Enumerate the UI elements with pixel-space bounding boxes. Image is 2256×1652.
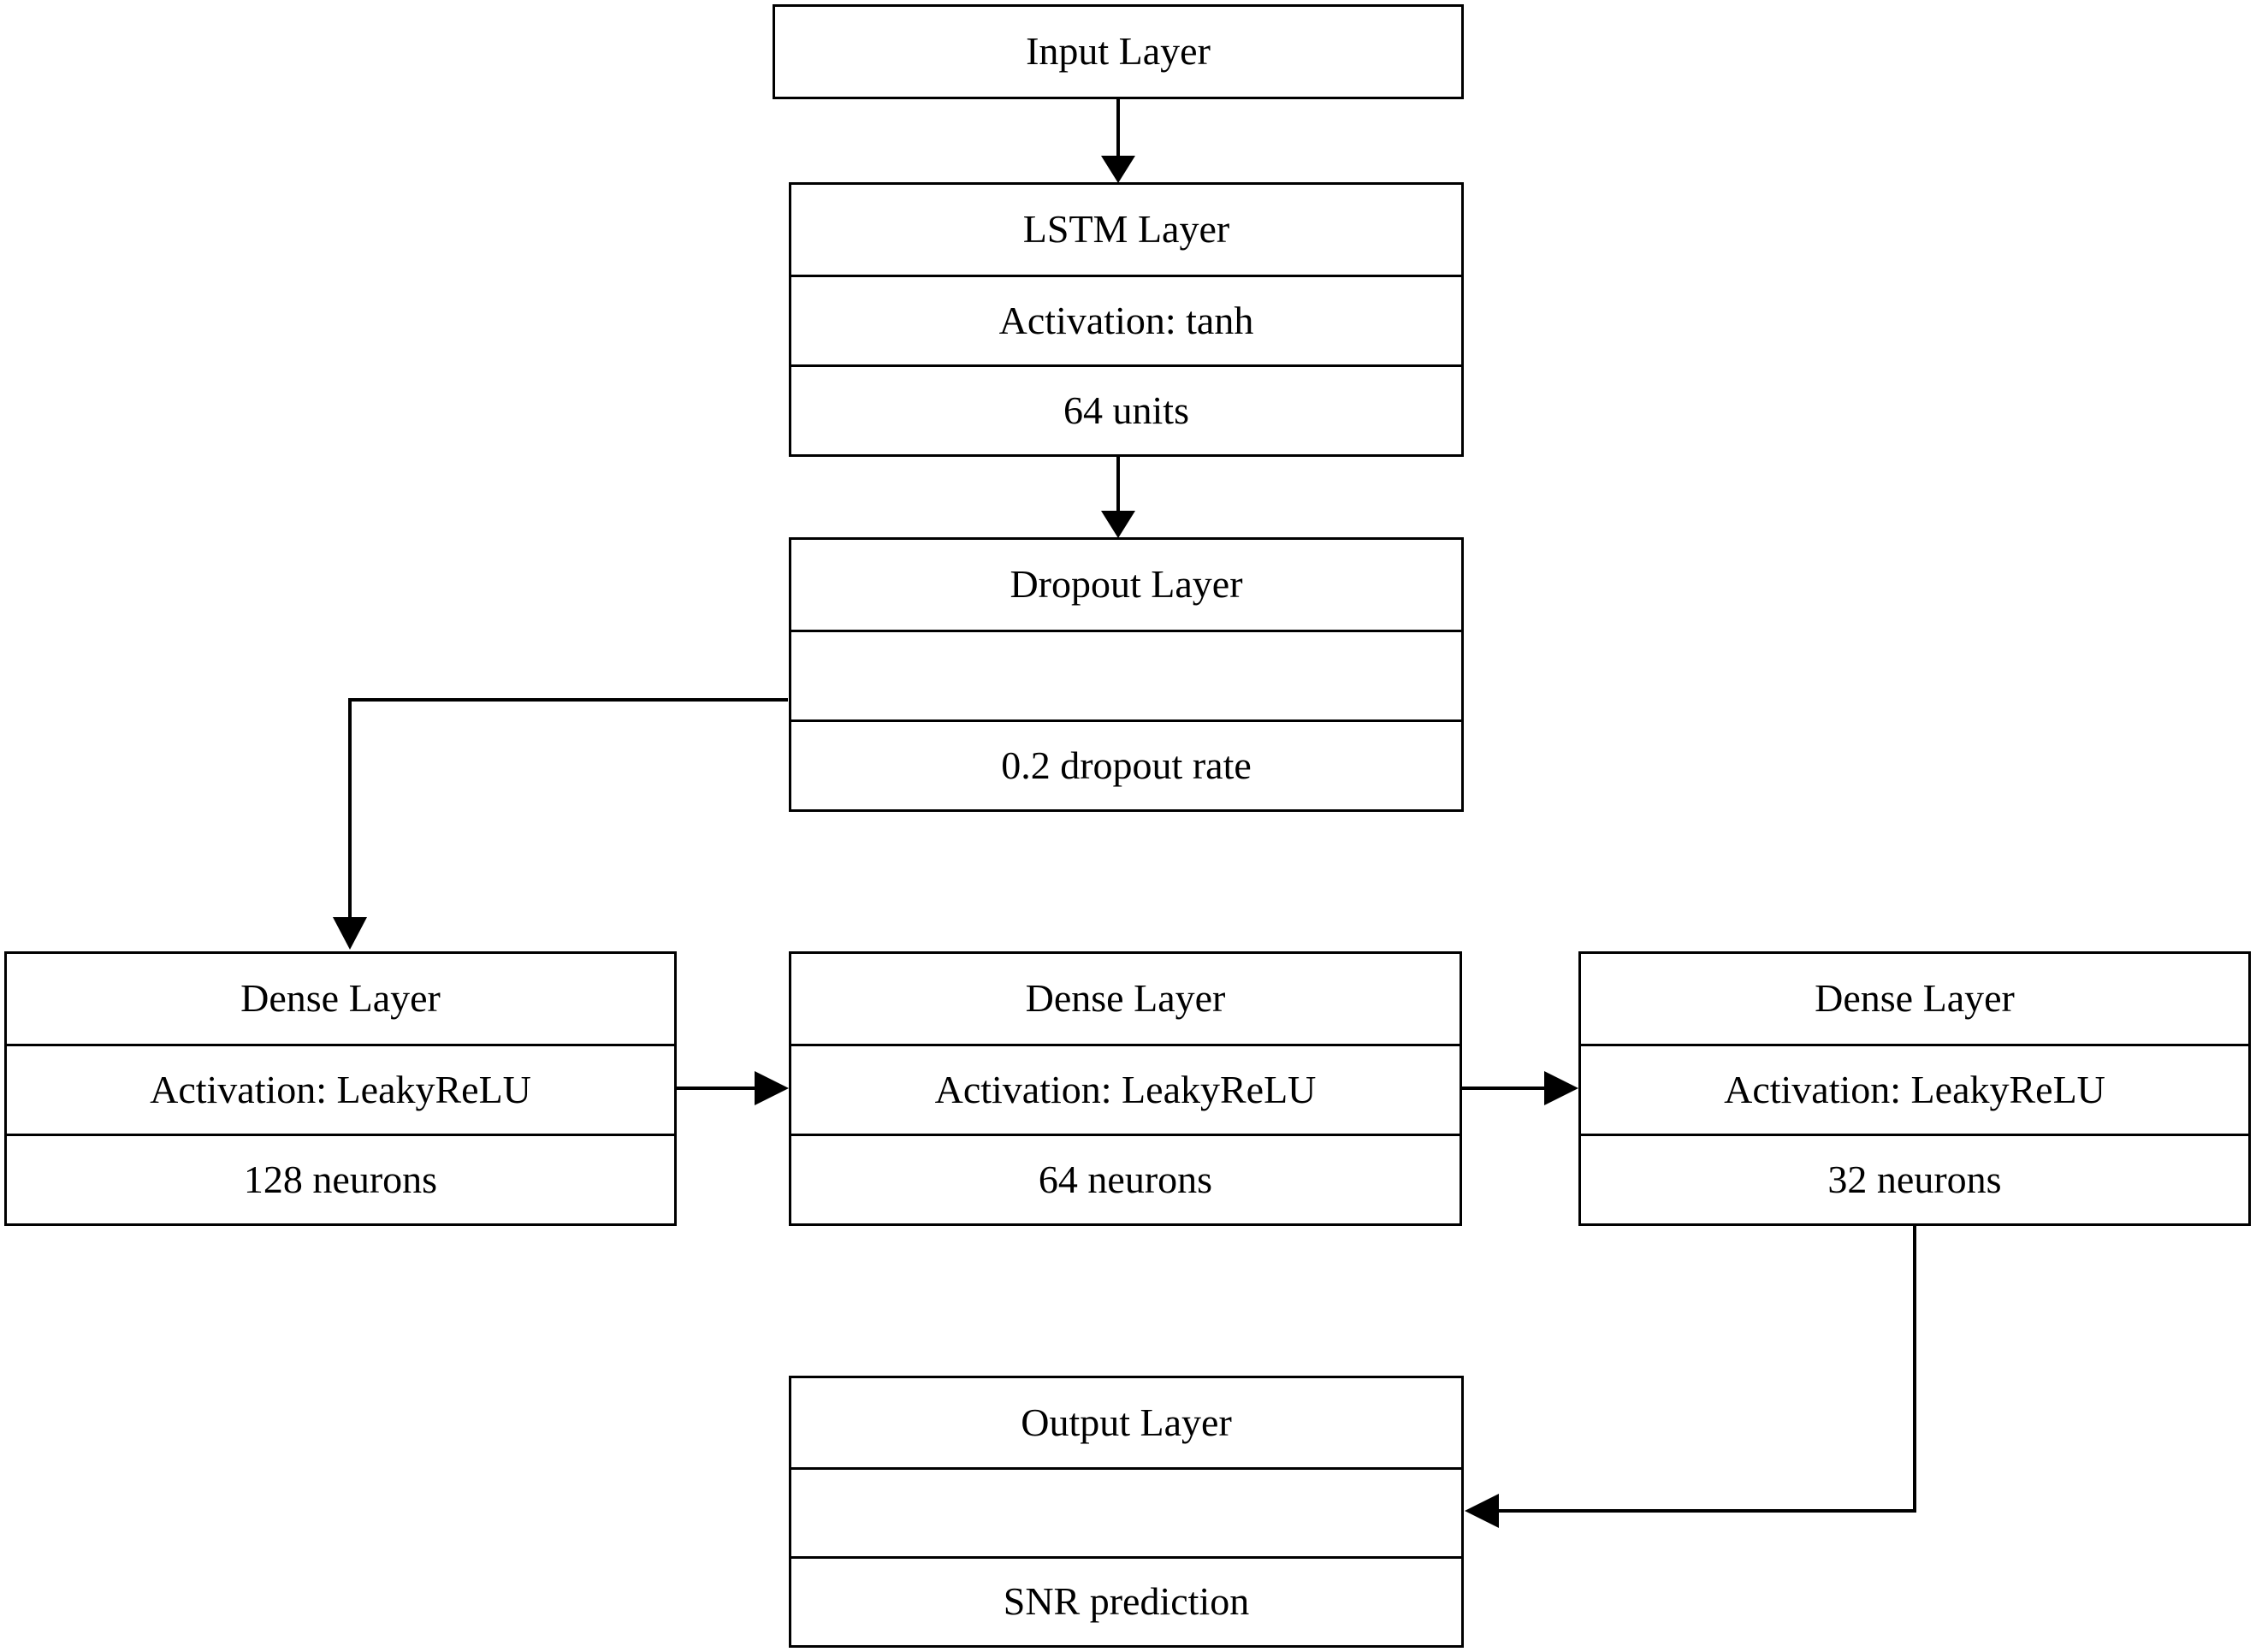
node-dense-layer-3[interactable]: Dense Layer Activation: LeakyReLU 32 neu… xyxy=(1578,951,2251,1226)
node-dense-layer-1-row-title: Dense Layer xyxy=(240,976,441,1021)
node-lstm-layer-row-activation: Activation: tanh xyxy=(791,274,1461,364)
node-dropout-layer[interactable]: Dropout Layer 0.2 dropout rate xyxy=(789,537,1464,812)
node-dense-layer-1-row-neurons: 128 neurons xyxy=(7,1133,674,1223)
node-output-layer-row-prediction: SNR prediction xyxy=(791,1555,1461,1645)
node-lstm-layer-row-title: LSTM Layer xyxy=(1022,207,1230,252)
node-dropout-layer-row-rate: 0.2 dropout rate xyxy=(791,719,1461,809)
node-output-layer-row-blank xyxy=(791,1466,1461,1556)
edge-dense2-to-dense3 xyxy=(1462,1071,1578,1105)
node-output-layer-row-title: Output Layer xyxy=(1021,1400,1232,1444)
node-lstm-layer[interactable]: LSTM Layer Activation: tanh 64 units xyxy=(789,182,1464,457)
node-dropout-layer-row-blank xyxy=(791,629,1461,719)
node-dense-layer-3-row-neurons: 32 neurons xyxy=(1581,1133,2248,1223)
node-dense-layer-2-row-title: Dense Layer xyxy=(1025,976,1226,1021)
node-input-layer[interactable]: Input Layer xyxy=(773,4,1464,99)
node-lstm-layer-row-units: 64 units xyxy=(791,364,1461,454)
node-input-layer-row-title: Input Layer xyxy=(1026,29,1211,74)
edge-input-to-lstm xyxy=(1101,99,1135,183)
node-dense-layer-2[interactable]: Dense Layer Activation: LeakyReLU 64 neu… xyxy=(789,951,1462,1226)
node-dense-layer-3-row-title: Dense Layer xyxy=(1815,976,2015,1021)
edge-lstm-to-dropout xyxy=(1101,457,1135,538)
node-output-layer[interactable]: Output Layer SNR prediction xyxy=(789,1376,1464,1648)
node-dense-layer-1[interactable]: Dense Layer Activation: LeakyReLU 128 ne… xyxy=(4,951,677,1226)
edge-dropout-to-dense1 xyxy=(333,698,788,950)
node-dense-layer-2-row-activation: Activation: LeakyReLU xyxy=(791,1043,1460,1134)
node-dense-layer-1-row-activation: Activation: LeakyReLU xyxy=(7,1043,674,1134)
edge-dense3-to-output xyxy=(1465,1226,1916,1528)
node-dense-layer-3-row-activation: Activation: LeakyReLU xyxy=(1581,1043,2248,1134)
node-dense-layer-2-row-neurons: 64 neurons xyxy=(791,1133,1460,1223)
node-dropout-layer-row-title: Dropout Layer xyxy=(1010,562,1243,607)
edge-dense1-to-dense2 xyxy=(677,1071,789,1105)
